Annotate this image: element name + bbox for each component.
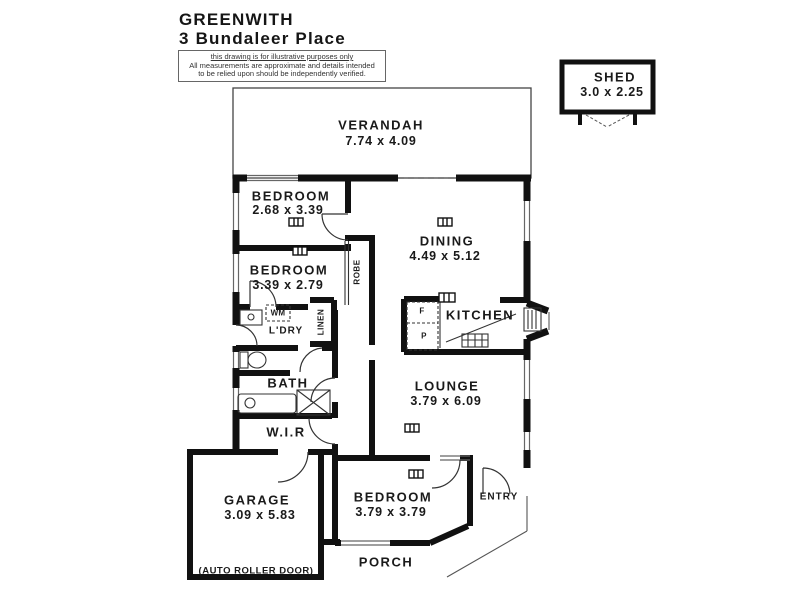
pantry-label: P [421, 331, 427, 341]
room-dims-bedroom2: 3.39 x 2.79 [252, 278, 324, 292]
room-label-bedroom1: BEDROOM [251, 188, 331, 204]
washing-machine-label: WM [270, 308, 286, 318]
interior-walls [187, 175, 530, 580]
disclaimer-box: this drawing is for illustrative purpose… [178, 50, 386, 82]
room-label-entry: ENTRY [479, 491, 519, 503]
room-label-garage: GARAGE [223, 492, 291, 508]
room-dims-bedroom1: 2.68 x 3.39 [252, 203, 324, 217]
vent-icon [437, 217, 453, 227]
vent-icon [292, 246, 308, 256]
room-label-kitchen: KITCHEN [445, 307, 515, 323]
bathtub-icon [237, 393, 297, 414]
vent-icon [408, 469, 424, 479]
kitchen-sink-icon [523, 307, 542, 332]
robe-sliding-doors [344, 241, 350, 305]
room-label-lounge: LOUNGE [414, 378, 480, 394]
room-label-verandah: VERANDAH [338, 117, 424, 133]
room-dims-bedroom3: 3.79 x 3.79 [355, 505, 427, 519]
laundry-trough-icon [239, 309, 263, 326]
robe-label: ROBE [352, 259, 362, 285]
room-label-shed: SHED [593, 69, 637, 85]
page-title: GREENWITH 3 Bundaleer Place [179, 10, 346, 48]
porch-outline [446, 496, 528, 578]
disclaimer-line: to be relied upon should be independentl… [198, 69, 366, 78]
room-dims-lounge: 3.79 x 6.09 [410, 394, 482, 408]
fixtures [237, 241, 542, 416]
room-dims-dining: 4.49 x 5.12 [409, 249, 481, 263]
room-label-laundry: L'DRY [268, 325, 304, 337]
washing-machine-box [265, 304, 291, 322]
room-label-bedroom2: BEDROOM [249, 262, 329, 278]
address-title: 3 Bundaleer Place [179, 29, 346, 48]
pantry-cupboard [406, 301, 439, 351]
shed-outline [559, 59, 656, 128]
room-dims-garage: 3.09 x 5.83 [224, 508, 296, 522]
linen-label: LINEN [316, 308, 326, 336]
room-dims-verandah: 7.74 x 4.09 [345, 134, 417, 148]
vent-icon [288, 217, 304, 227]
room-label-wir: W.I.R [266, 424, 306, 440]
verandah-outline [232, 87, 532, 179]
toilet-icon [239, 351, 267, 369]
vent-icon [438, 292, 456, 303]
room-dims-shed: 3.0 x 2.25 [580, 85, 644, 99]
vent-icons [288, 217, 456, 479]
disclaimer-line: All measurements are approximate and det… [189, 60, 375, 70]
room-label-porch: PORCH [358, 554, 414, 570]
disclaimer-line: this drawing is for illustrative purpose… [210, 52, 354, 61]
stove-icon [461, 333, 489, 348]
room-label-bath: BATH [267, 375, 309, 391]
room-label-dining: DINING [419, 233, 475, 249]
garage-door-note: (AUTO ROLLER DOOR) [198, 565, 314, 577]
fridge-label: F [419, 306, 425, 316]
room-label-bedroom3: BEDROOM [353, 489, 433, 505]
kitchen-bench-line [439, 299, 517, 348]
suburb-title: GREENWITH [179, 10, 294, 29]
vent-icon [404, 423, 420, 433]
door-arcs [235, 213, 511, 495]
shower-icon [296, 389, 331, 416]
window-segments [232, 174, 550, 546]
